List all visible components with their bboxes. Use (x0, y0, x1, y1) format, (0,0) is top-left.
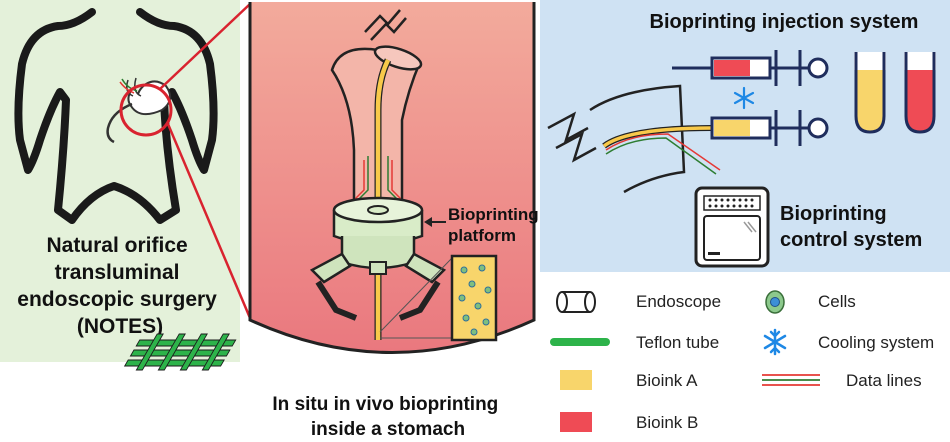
bioprinting-platform (332, 196, 424, 270)
endoscope-tip-opening (373, 45, 423, 71)
legend-label-teflon-tube: Teflon tube (636, 333, 719, 352)
bioink-a-tube-fill (375, 58, 391, 340)
left-caption: Natural orifice transluminal endoscopic … (17, 234, 222, 338)
legend-label-bioink-b: Bioink B (636, 413, 698, 432)
left-panel: Natural orifice transluminal endoscopic … (0, 0, 240, 362)
platform-label: Bioprinting platform (448, 205, 543, 245)
test-tube-bioink-b (904, 52, 936, 134)
legend-label-cells: Cells (818, 292, 856, 311)
printed-scaffold (123, 333, 237, 371)
control-system-device (694, 186, 770, 268)
data-line-green-right-panel (605, 137, 717, 175)
control-system-label: Bioprinting control system (780, 203, 922, 251)
endoscope-icon (556, 291, 596, 313)
platform-label-arrowhead (424, 217, 432, 227)
legend-label-endoscope: Endoscope (636, 292, 721, 311)
endoscope-outline (589, 84, 686, 194)
legend-label-cooling-system: Cooling system (818, 333, 934, 352)
legend-item-cells: Cells (765, 290, 856, 314)
data-lines-icon (762, 374, 820, 386)
zoom-line-bioink-top (379, 257, 453, 333)
legend-item-data-lines: Data lines (762, 371, 922, 390)
endoscope-path-red (119, 81, 135, 94)
legend-label-bioink-a: Bioink A (636, 371, 698, 390)
endoscope-flex-line-a (547, 111, 589, 143)
center-caption: In situ in vivo bioprinting inside a sto… (272, 394, 503, 440)
legend: Endoscope Cells Teflon tube Cooling sys (550, 290, 934, 432)
test-tube-bioink-a (854, 52, 886, 134)
endoscope-flex-line-1 (364, 9, 401, 33)
legend-item-endoscope: Endoscope (556, 291, 721, 313)
platform-arm-left (309, 252, 352, 284)
endoscope-path-green (121, 78, 138, 92)
cell-icon (765, 290, 785, 314)
legend-item-teflon-tube: Teflon tube (550, 333, 719, 352)
platform-arm-right (404, 252, 447, 284)
right-panel: Bioprinting injection system (540, 0, 950, 272)
bioink-feed-tube-fill (602, 126, 713, 148)
left-panel-background (0, 0, 240, 362)
stomach-wall (248, 2, 536, 354)
snowflake-icon (733, 86, 755, 110)
center-panel: Bioprinting platform In situ in vivo bio… (123, 2, 543, 440)
legend-item-cooling-system: Cooling system (763, 328, 934, 356)
legend-item-bioink-b: Bioink B (560, 412, 698, 432)
platform-leg-right (398, 280, 441, 321)
zoom-line-top (159, 3, 251, 90)
nozzle-holder (369, 261, 387, 275)
bioink-b-swatch (560, 412, 592, 432)
endoscope-flex-line-2 (370, 17, 407, 41)
zoom-line-bottom (166, 123, 252, 319)
bioink-a-swatch (560, 370, 592, 390)
legend-label-data-lines: Data lines (846, 371, 922, 390)
injection-system-title: Bioprinting injection system (650, 11, 919, 33)
snowflake-icon (763, 328, 787, 356)
syringe-bioink-a (710, 110, 829, 146)
platform-leg-left (315, 280, 358, 321)
cells-in-bioink (458, 264, 492, 336)
zoom-circle (119, 83, 173, 137)
endoscope-flex-line-b (555, 131, 597, 163)
teflon-tube-icon (550, 338, 610, 346)
human-torso-icon (14, 8, 218, 224)
data-line-red-right-panel (605, 133, 721, 171)
syringe-bioink-b (672, 50, 829, 86)
legend-item-bioink-a: Bioink A (560, 370, 698, 390)
